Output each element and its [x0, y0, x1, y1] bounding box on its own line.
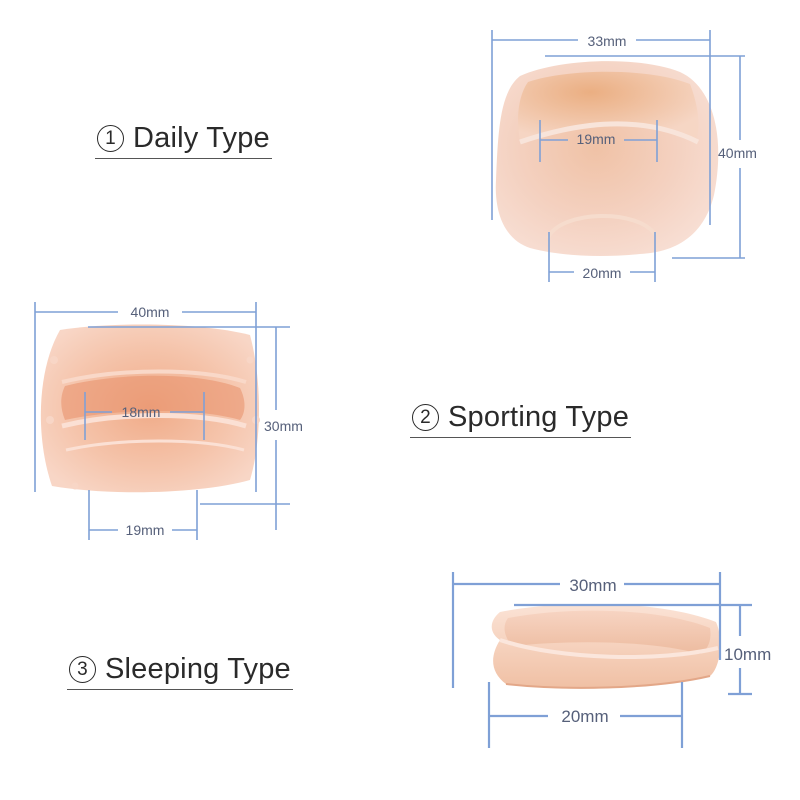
sporting-type-product	[40, 324, 260, 493]
sporting-width-label: 40mm	[131, 304, 170, 320]
product-name: Sleeping Type	[105, 653, 291, 685]
daily-width-label: 33mm	[588, 33, 627, 49]
sporting-base-label: 19mm	[126, 522, 165, 538]
sporting-height-label: 30mm	[264, 418, 303, 434]
product-name: Sporting Type	[448, 401, 630, 433]
sleeping-type-product	[491, 603, 721, 689]
sleeping-base-label: 20mm	[561, 707, 608, 726]
daily-type-dimensions	[491, 30, 745, 282]
daily-height-label: 40mm	[718, 145, 757, 161]
number-badge: 1	[97, 125, 124, 152]
sporting-type-label: 2 Sporting Type	[410, 401, 632, 438]
sporting-type-dimensions	[34, 302, 290, 540]
sleeping-height-label: 10mm	[724, 645, 771, 664]
number-badge: 2	[412, 404, 439, 431]
daily-type-label: 1 Daily Type	[95, 122, 272, 159]
sleeping-width-label: 30mm	[569, 576, 616, 595]
product-name: Daily Type	[133, 122, 270, 154]
daily-type-product	[495, 61, 719, 256]
sleeping-type-label: 3 Sleeping Type	[67, 653, 293, 690]
daily-inner-label: 19mm	[577, 131, 616, 147]
number-badge: 3	[69, 656, 96, 683]
daily-base-label: 20mm	[583, 265, 622, 281]
sleeping-type-dimensions	[451, 572, 752, 748]
sporting-inner-label: 18mm	[122, 404, 161, 420]
